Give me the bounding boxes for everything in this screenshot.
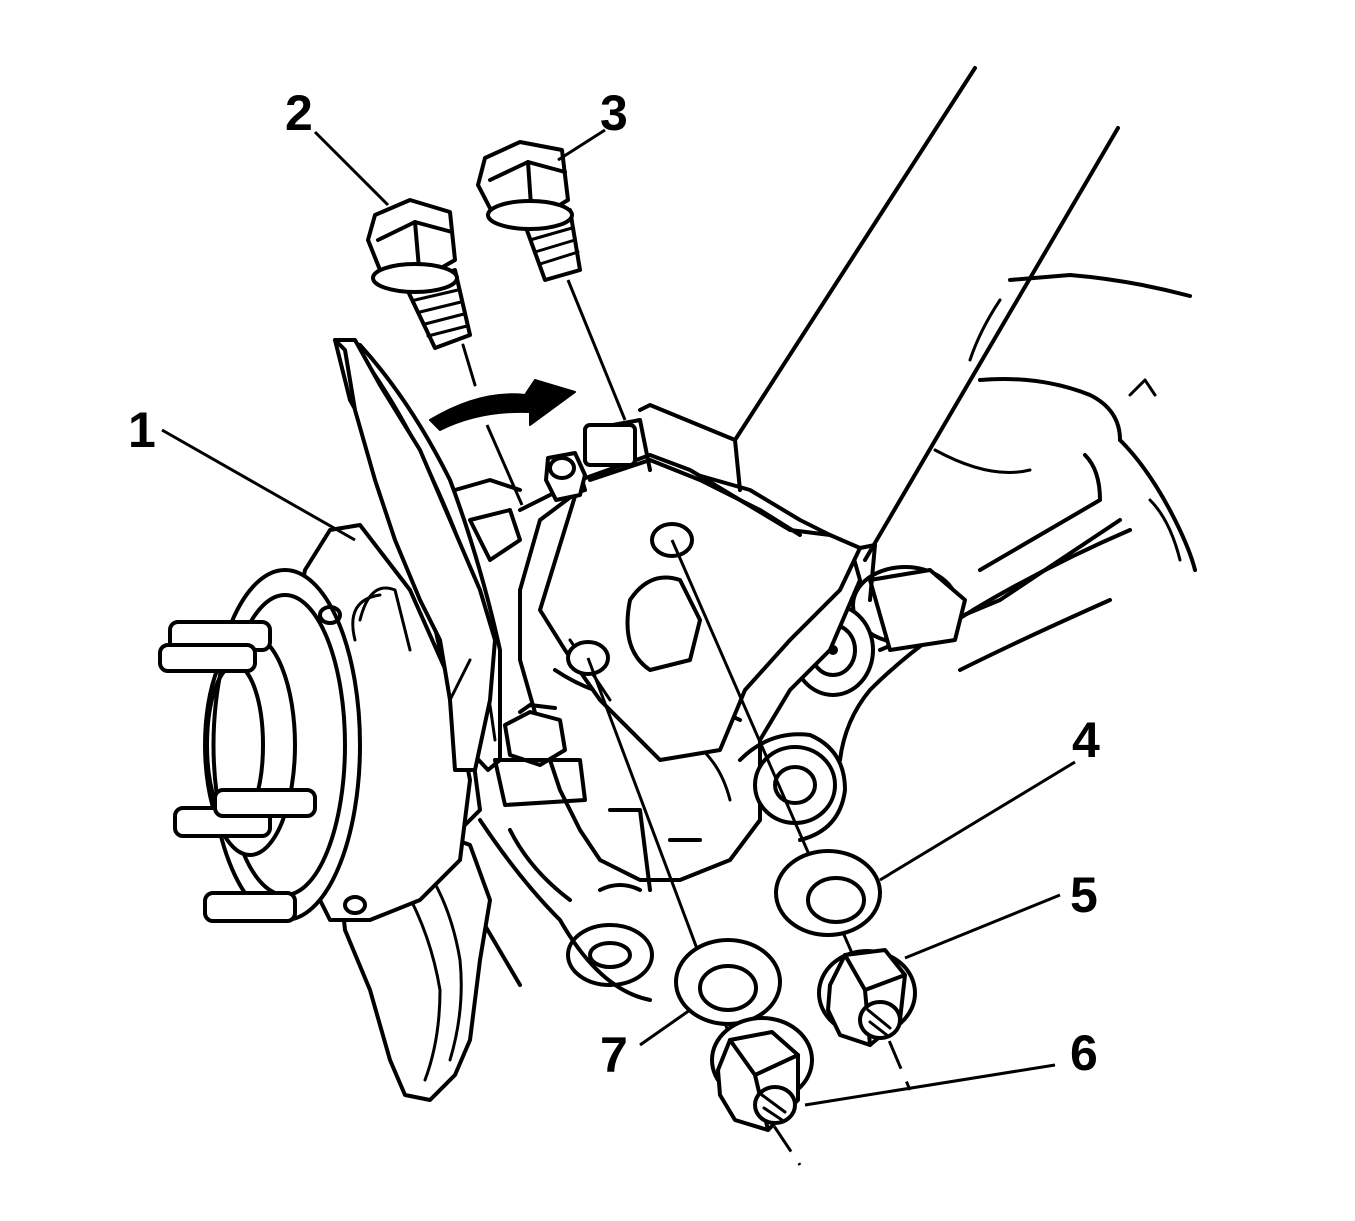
washer-7 <box>674 938 782 1026</box>
lower-control-arm <box>791 528 1132 762</box>
nut-5 <box>817 948 917 1047</box>
ball-joint-nut <box>493 703 587 807</box>
wheel-studs <box>158 620 317 923</box>
callout-4: 4 <box>1072 712 1100 768</box>
callout-leaders <box>161 128 1076 1107</box>
callout-6: 6 <box>1070 1025 1098 1081</box>
callout-5: 5 <box>1070 867 1098 923</box>
bracket-nut <box>544 451 587 502</box>
rotation-arrow-icon <box>429 379 576 431</box>
strut-assembly <box>733 66 1197 652</box>
callout-2: 2 <box>285 85 313 141</box>
wheel-hub <box>158 523 472 923</box>
caliper-bracket <box>333 338 522 772</box>
bolt-3 <box>476 140 627 421</box>
callout-labels: 1 2 3 4 5 6 7 <box>128 85 1100 1083</box>
callout-7: 7 <box>600 1027 628 1083</box>
washer-4 <box>774 849 882 937</box>
callout-1: 1 <box>128 402 156 458</box>
bolt-2 <box>366 198 524 506</box>
callout-3: 3 <box>600 85 628 141</box>
nut-6 <box>710 1016 814 1132</box>
